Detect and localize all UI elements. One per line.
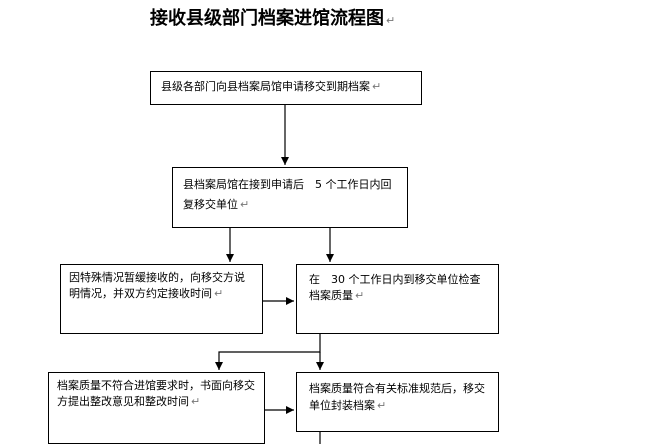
paragraph-mark-icon: ↵ [372, 80, 382, 93]
step-postpone-text: 因特殊情况暂缓接收的，向移交方说明情况，并双方约定接收时间 [69, 271, 245, 300]
step-inspect-text: 在 30 个工作日内到移交单位检查档案质量 [309, 273, 481, 302]
paragraph-mark-icon: ↵ [377, 399, 387, 412]
step-reply-text: 县档案局馆在接到申请后 5 个工作日内回复移交单位 [183, 178, 392, 211]
arrow-inspect-to-reject [215, 334, 321, 370]
step-reject-text: 档案质量不符合进馆要求时，书面向移交方提出整改意见和整改时间 [57, 379, 255, 408]
step-apply-box: 县级各部门向县档案局馆申请移交到期档案↵ [150, 71, 422, 105]
paragraph-mark-icon: ↵ [240, 198, 250, 211]
step-accept-text: 档案质量符合有关标准规范后，移交单位封装档案 [309, 382, 485, 412]
step-reply-box: 县档案局馆在接到申请后 5 个工作日内回复移交单位↵ [172, 167, 408, 228]
step-accept-box: 档案质量符合有关标准规范后，移交单位封装档案↵ [296, 372, 499, 432]
step-inspect-box: 在 30 个工作日内到移交单位检查档案质量↵ [296, 264, 499, 334]
paragraph-mark-icon: ↵ [191, 395, 201, 408]
paragraph-mark-icon: ↵ [386, 14, 396, 27]
step-reject-box: 档案质量不符合进馆要求时，书面向移交方提出整改意见和整改时间↵ [48, 372, 265, 444]
step-apply-text: 县级各部门向县档案局馆申请移交到期档案 [161, 80, 370, 93]
paragraph-mark-icon: ↵ [355, 289, 365, 302]
step-postpone-box: 因特殊情况暂缓接收的，向移交方说明情况，并双方约定接收时间↵ [60, 264, 263, 334]
page-title: 接收县级部门档案进馆流程图↵ [150, 8, 396, 29]
paragraph-mark-icon: ↵ [214, 287, 224, 300]
